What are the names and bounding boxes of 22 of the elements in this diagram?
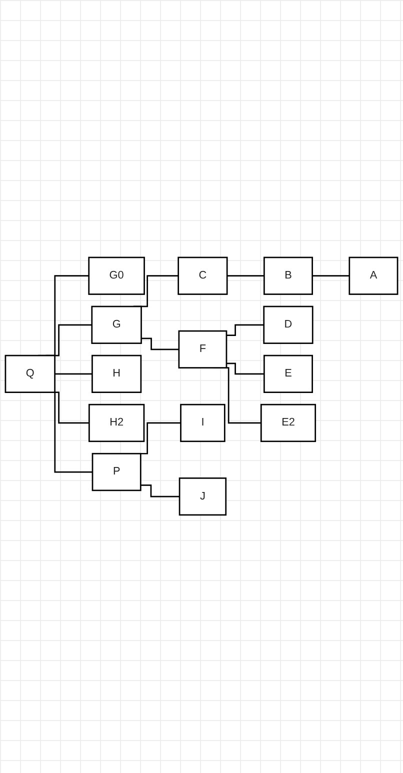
- node-box: B: [264, 257, 313, 296]
- connector: [312, 275, 350, 277]
- node-box: G0: [88, 257, 145, 296]
- node-box: I: [180, 404, 226, 442]
- connector: [226, 363, 264, 375]
- node-box: C: [178, 257, 228, 296]
- node-box: P: [92, 453, 142, 492]
- connector: [140, 484, 180, 498]
- connector: [141, 338, 179, 350]
- node-box: H: [92, 355, 142, 394]
- connector: [227, 275, 264, 277]
- node-box: J: [178, 478, 227, 516]
- node-box: F: [178, 330, 228, 369]
- node-box: H2: [88, 404, 145, 442]
- node-box: D: [263, 306, 314, 344]
- node-box: E: [264, 355, 313, 394]
- node-box: E2: [260, 404, 316, 442]
- node-box: Q: [4, 355, 56, 394]
- node-box: A: [348, 257, 398, 296]
- connector: [226, 324, 264, 336]
- node-box: G: [91, 306, 142, 344]
- connector: [54, 374, 92, 375]
